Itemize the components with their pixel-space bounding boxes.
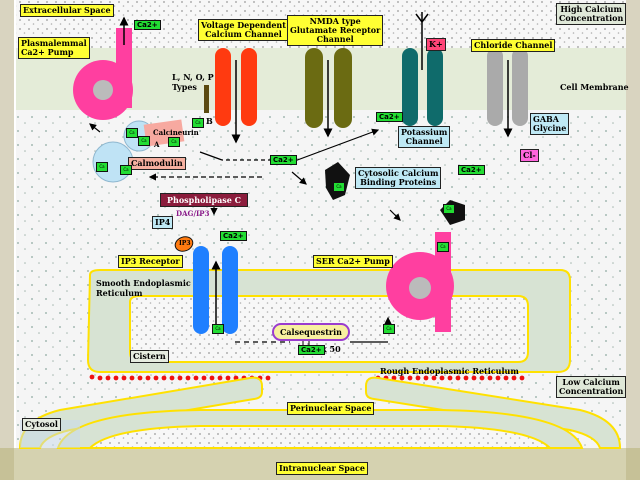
chloride-channel-label: Chloride Channel [471,39,556,52]
high-calcium-label: High Calcium Concentration [556,3,627,25]
nmda-label: NMDA type Glutamate Receptor Channel [287,15,384,46]
ca-mini-binding-protein: Ca [333,182,345,192]
dag-ip3-label: DAG/IP3 [176,209,210,218]
k-ion-label: K+ [426,38,446,51]
ca-mini-calcineurin-4: Ca [192,118,204,128]
cell-membrane-label: Cell Membrane [560,82,629,92]
lnopq-types-label: L, N, O, P Types [172,72,214,92]
ser-calcium-pump [386,232,454,332]
calcineurin-label: Calcineurin [153,128,199,137]
low-calcium-label: Low Calcium Concentration [556,376,627,398]
ser-pump-label: SER Ca2+ Pump [313,255,393,268]
voltage-dependent-calcium-channel [215,48,257,144]
ca-tag-chloride: Ca2+ [458,165,485,175]
extracellular-space-label: Extracellular Space [20,4,114,17]
plasmalemmal-pump [73,16,133,120]
intranuclear-space-label: Intranuclear Space [276,462,368,475]
phospholipase-c-label: Phospholipase C [160,193,249,207]
ip3-badge: IP3 [179,240,191,247]
ca-mini-calmodulin-2: Ca [120,165,132,175]
rough-er-ribosomes [89,374,525,381]
calcium-flow-arrows [89,123,401,343]
gaba-glycine-label: GABA Glycine [530,113,570,135]
ca-tag-extracellular: Ca2+ [134,20,161,30]
nmda-receptor-channel [305,48,352,138]
rough-er-label: Rough Endoplasmic Reticulum [380,366,519,376]
ca-tag-ip3: Ca2+ [220,231,247,241]
ca-mini-calcineurin-2: Ca [138,136,150,146]
calmodulin-label: Calmodulin [128,157,186,170]
calsequestrin-label: Calsequestrin [272,323,350,341]
potassium-channel [402,12,443,126]
times-50-label: x 50 [322,344,341,354]
ca-mini-ip3-channel: Ca [212,324,224,334]
cytosol-label: Cytosol [22,418,61,431]
ip3-receptor-label: IP3 Receptor [118,255,183,268]
ca-tag-nmda-exit: Ca2+ [270,155,297,165]
ip4-label: IP4 [152,216,174,229]
lnopq-marker [204,85,209,113]
ca-mini-calmodulin-1: Ca [96,162,108,172]
calcineurin-a-label: A [154,140,160,149]
ca-mini-ser-top: Ca [443,204,455,214]
potassium-channel-label: Potassium Channel [398,126,451,148]
plasmalemmal-pump-label: Plasmalemmal Ca2+ Pump [18,37,90,59]
cl-ion-label: Cl- [520,149,539,162]
smooth-er-label: Smooth Endoplasmic Reticulum [96,278,191,298]
ca-tag-potassium: Ca2+ [376,112,403,122]
right-frame [626,0,640,480]
ca-mini-ser-lumen: Ca [383,324,395,334]
calcineurin-b-label: B [206,116,213,126]
ca-mini-calcineurin-3: Ca [168,137,180,147]
ip3-molecule [174,236,194,252]
ip3-receptor-channel [193,246,238,334]
cistern-label: Cistern [130,350,169,363]
ca-mini-calcineurin-1: Ca [126,128,138,138]
left-frame [0,0,14,480]
perinuclear-space-label: Perinuclear Space [287,402,375,415]
ca-tag-calsequestrin: Ca2+ [298,345,325,355]
chloride-channel [487,48,528,138]
cytosolic-binding-label: Cytosolic Calcium Binding Proteins [355,167,442,189]
ca-mini-ser-pump: Ca [437,242,449,252]
vdcc-label: Voltage Dependent Calcium Channel [198,19,289,41]
nucleus [87,425,553,449]
